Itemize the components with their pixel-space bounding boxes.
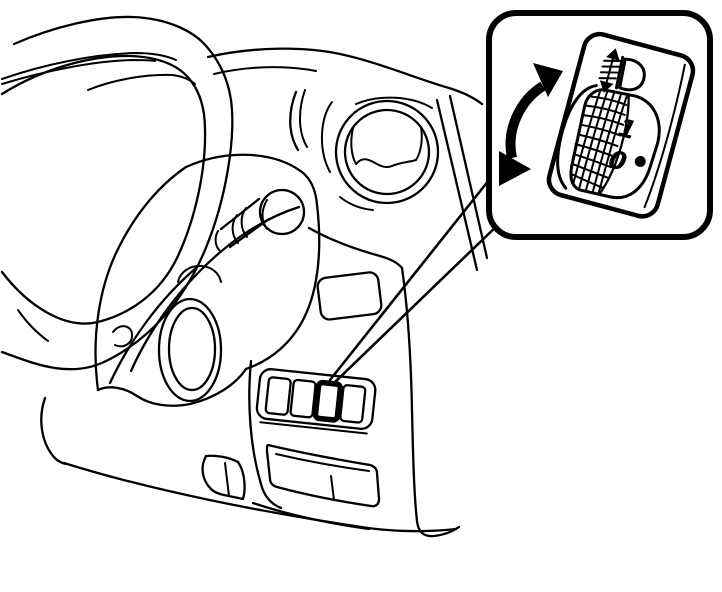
switch-blank-2 bbox=[289, 378, 317, 419]
wheel-recess-arc bbox=[556, 84, 598, 190]
spoke-line-1 bbox=[129, 205, 301, 373]
wheel-rim-outer bbox=[0, 15, 234, 371]
headlight-leveling-switch-location bbox=[312, 379, 344, 423]
vent-vane-wave bbox=[355, 158, 417, 169]
stalk-base bbox=[214, 230, 222, 253]
inset-callout: 1 0 bbox=[486, 10, 713, 240]
switch-blank-4 bbox=[339, 384, 367, 424]
release-slot bbox=[201, 454, 246, 501]
vent-inner-ring bbox=[343, 108, 431, 196]
rotation-arrow-head-down bbox=[499, 151, 531, 186]
pocket-lower-lip bbox=[251, 501, 371, 531]
switch-plate: 1 0 bbox=[546, 31, 696, 219]
dash-below-wheel bbox=[17, 309, 49, 342]
vent-outer-ring bbox=[334, 99, 440, 205]
a-pillar-seam-1 bbox=[435, 98, 479, 272]
vent-lower-arc bbox=[339, 196, 374, 211]
stalk-end-cap bbox=[258, 188, 306, 236]
release-slot-inner bbox=[224, 462, 230, 497]
lower-pocket bbox=[251, 443, 381, 531]
position-indicator-dot bbox=[634, 155, 646, 167]
stalk-ring-2 bbox=[240, 207, 248, 238]
switch-panel-lip bbox=[259, 421, 368, 435]
air-vent bbox=[320, 99, 440, 211]
instrument-bezel bbox=[157, 264, 223, 403]
cowl-inner-line bbox=[213, 66, 317, 75]
turn-signal-stalk bbox=[214, 188, 306, 253]
pocket-outline bbox=[265, 443, 381, 508]
pocket-inner-line bbox=[275, 453, 370, 472]
knurl-rows bbox=[570, 95, 628, 189]
thumbwheel: 1 0 bbox=[556, 84, 661, 200]
knurl-columns bbox=[572, 90, 628, 194]
stalk-shaft-bottom bbox=[228, 217, 271, 249]
callout-lines bbox=[328, 178, 504, 386]
bezel-inner-ellipse bbox=[167, 306, 217, 392]
switch-blank-1 bbox=[264, 376, 292, 416]
pocket-divider bbox=[330, 475, 335, 501]
thumbwheel-outline bbox=[569, 88, 661, 200]
steering-wheel bbox=[0, 15, 321, 407]
lower-dash-edge bbox=[62, 461, 458, 533]
headlamp-glyph bbox=[618, 57, 646, 92]
rotation-arrow-icon bbox=[499, 63, 563, 186]
vent-vane-left bbox=[350, 127, 357, 165]
cluster-arc-2 bbox=[1, 59, 156, 85]
knurl-divider bbox=[598, 95, 630, 196]
column-left bbox=[94, 165, 188, 392]
stack-left-edge bbox=[248, 359, 283, 510]
cluster-arc-1 bbox=[1, 52, 177, 80]
hub-right bbox=[244, 203, 321, 371]
tray-outline bbox=[316, 271, 383, 321]
center-stack bbox=[251, 271, 383, 531]
bezel-outer-ellipse bbox=[157, 297, 223, 403]
under-vent-curve bbox=[307, 226, 404, 270]
spoke-line-2 bbox=[108, 266, 198, 385]
ignition-boss-arc bbox=[177, 264, 222, 283]
vent-top-arc bbox=[355, 96, 433, 109]
vent-vane-right bbox=[415, 126, 423, 161]
binnacle-arc-2 bbox=[299, 89, 308, 148]
hub-notch bbox=[112, 325, 134, 348]
rotation-arrow-head-up bbox=[533, 63, 563, 97]
switch-panel-outline bbox=[255, 368, 377, 430]
hub-top bbox=[184, 153, 319, 207]
wheel-rim-inner bbox=[0, 54, 207, 325]
plate-edge-highlight bbox=[643, 63, 686, 209]
dashboard bbox=[17, 47, 489, 538]
stalk-shaft-top bbox=[219, 197, 261, 231]
switch-panel bbox=[255, 368, 377, 435]
a-pillar-seam-2 bbox=[448, 94, 489, 260]
hub-bottom bbox=[96, 367, 248, 407]
callout-line-upper bbox=[328, 178, 491, 382]
binnacle-arc-1 bbox=[289, 90, 300, 152]
upper-tray bbox=[316, 271, 383, 321]
stalk-cap-inner-arc bbox=[261, 199, 268, 230]
vent-housing-arc bbox=[320, 101, 333, 173]
console-right-edge bbox=[400, 266, 461, 538]
cluster-arc-3 bbox=[87, 73, 196, 91]
plate-outline bbox=[546, 31, 696, 219]
cowl-top-edge bbox=[206, 47, 484, 106]
lower-dash-corner bbox=[40, 396, 68, 466]
stalk-ring-1 bbox=[231, 214, 239, 244]
callout-line-lower bbox=[331, 219, 504, 386]
